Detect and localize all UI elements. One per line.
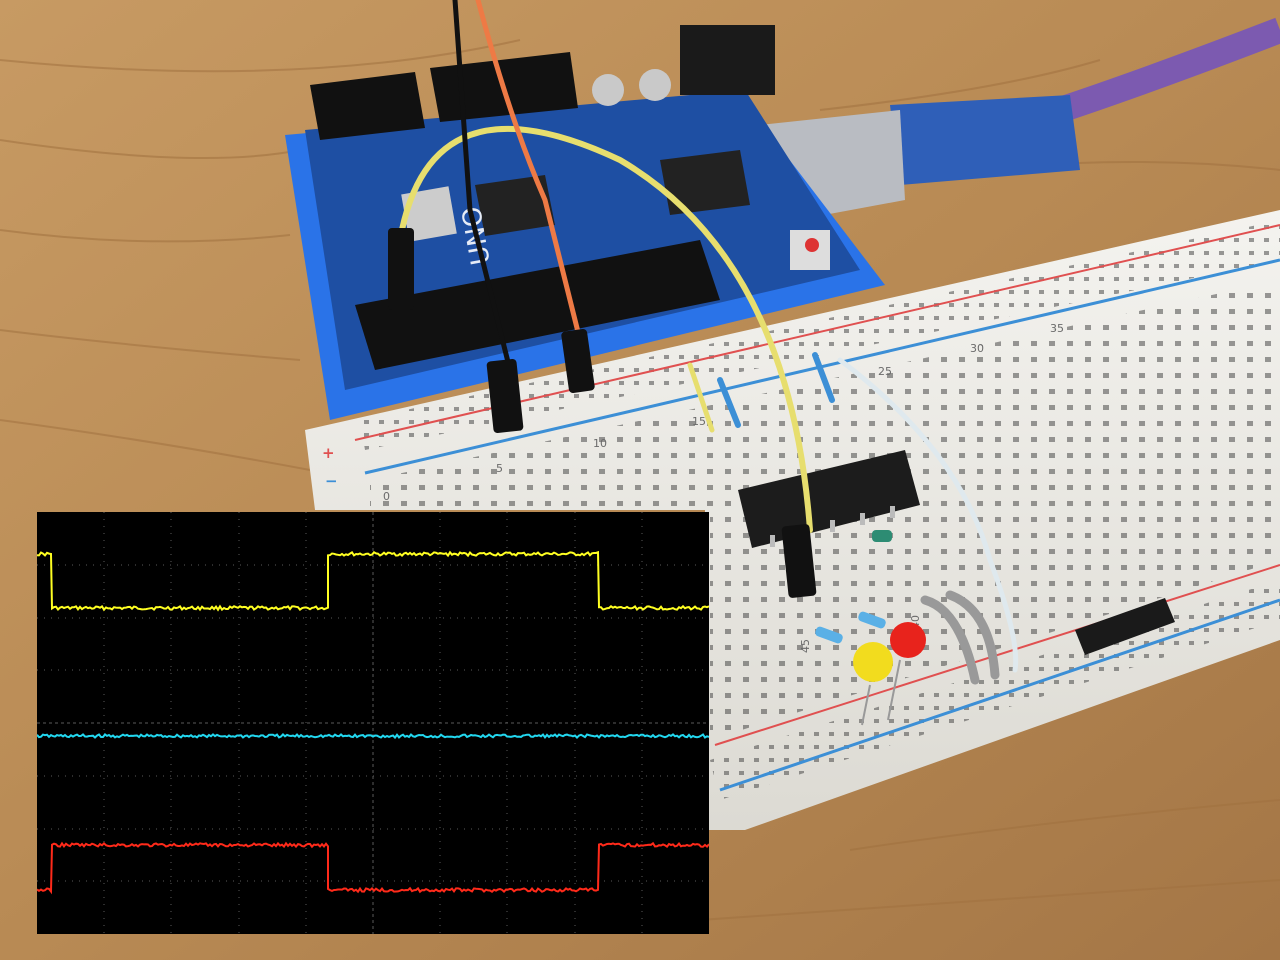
column-number: 10 xyxy=(593,437,607,450)
trace-channel-1 xyxy=(37,550,709,612)
rail-plus-sign: + xyxy=(322,444,335,462)
oscilloscope-traces xyxy=(37,512,709,934)
ic-chip xyxy=(738,450,920,548)
column-number: 35 xyxy=(1050,322,1064,335)
jumper-wires xyxy=(397,0,1019,685)
rail-blue-bottom xyxy=(719,598,1280,792)
column-number: 30 xyxy=(970,342,984,355)
trace-channel-3 xyxy=(37,841,709,895)
resistors xyxy=(815,530,892,644)
column-number: 0 xyxy=(383,490,390,503)
led-red xyxy=(887,622,926,721)
header-pins xyxy=(310,52,720,370)
column-number: 25 xyxy=(878,365,892,378)
rail-red-bottom xyxy=(714,564,1280,746)
oscilloscope-screen xyxy=(37,512,709,934)
column-number: 5 xyxy=(496,462,503,475)
rail-minus-sign: − xyxy=(325,472,338,490)
usb-cable xyxy=(1055,17,1280,123)
led-yellow xyxy=(853,642,893,726)
pin-header xyxy=(1075,598,1175,655)
trace-channel-2 xyxy=(37,732,709,740)
column-number: 45 xyxy=(799,639,812,653)
wire-tips xyxy=(388,228,817,598)
column-number: 15 xyxy=(692,415,706,428)
arduino-chips xyxy=(401,25,830,270)
